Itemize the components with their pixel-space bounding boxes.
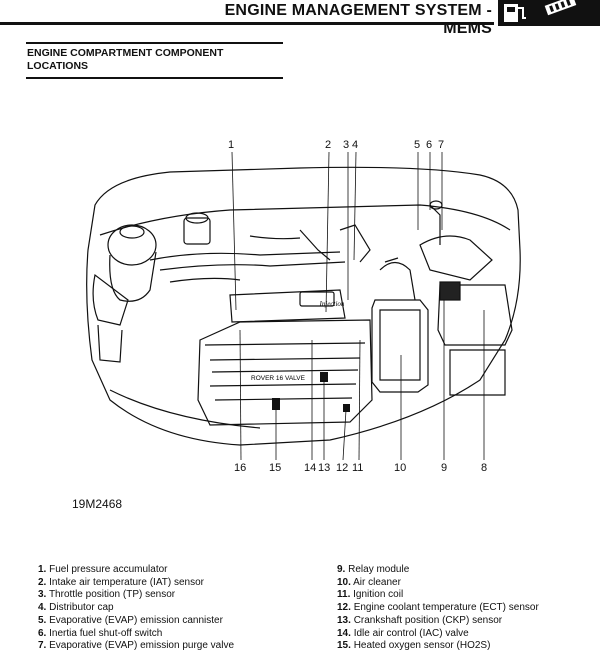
callout-11: 11 <box>352 462 364 474</box>
legend-text: Idle air control (IAC) valve <box>353 627 469 639</box>
legend-number: 4. <box>38 602 47 614</box>
legend-number: 13. <box>337 614 351 626</box>
section-rule-top <box>26 42 283 44</box>
callout-10: 10 <box>394 462 407 474</box>
legend-item: 1. Fuel pressure accumulator <box>38 564 234 577</box>
legend-number: 12. <box>337 602 351 614</box>
callout-1: 1 <box>228 139 235 151</box>
legend-number: 3. <box>38 589 47 601</box>
header-rule <box>0 22 494 25</box>
legend-item: 10. Air cleaner <box>337 577 539 590</box>
legend-number: 5. <box>38 614 47 626</box>
legend-number: 7. <box>38 640 47 652</box>
legend-text: Engine coolant temperature (ECT) sensor <box>353 602 539 614</box>
callout-13: 13 <box>318 462 331 474</box>
legend-item: 11. Ignition coil <box>337 589 539 602</box>
legend-item: 4. Distributor cap <box>38 602 234 615</box>
callout-4: 4 <box>352 139 359 151</box>
engine-fuel-icon <box>498 0 600 26</box>
legend-item: 5. Evaporative (EVAP) emission cannister <box>38 615 234 628</box>
legend-text: Fuel pressure accumulator <box>49 564 168 575</box>
legend-item: 13. Crankshaft position (CKP) sensor <box>337 615 539 628</box>
callout-16: 16 <box>234 462 247 474</box>
legend-text: Evaporative (EVAP) emission purge valve <box>49 640 235 652</box>
callout-12: 12 <box>336 462 349 474</box>
legend-text: Evaporative (EVAP) emission cannister <box>49 614 223 626</box>
legend-item: 15. Heated oxygen sensor (HO2S) <box>337 640 539 653</box>
legend-item: 12. Engine coolant temperature (ECT) sen… <box>337 602 539 615</box>
legend-number: 2. <box>38 576 47 588</box>
legend-item: 9. Relay module <box>337 564 539 577</box>
legend-text: Air cleaner <box>353 576 401 588</box>
legend-left: 1. Fuel pressure accumulator 2. Intake a… <box>38 564 234 653</box>
callout-15: 15 <box>269 462 282 474</box>
legend-text: Heated oxygen sensor (HO2S) <box>353 640 491 652</box>
callout-2: 2 <box>325 139 332 151</box>
callout-7: 7 <box>438 139 445 151</box>
legend-text: Distributor cap <box>49 602 114 614</box>
callout-8: 8 <box>481 462 488 474</box>
plenum-text: Injection <box>319 300 345 308</box>
legend-number: 11. <box>337 589 351 601</box>
section-title-line-2: LOCATIONS <box>27 60 89 72</box>
legend-text: Crankshaft position (CKP) sensor <box>353 614 503 626</box>
legend-number: 10. <box>337 576 351 588</box>
legend-text: Throttle position (TP) sensor <box>48 589 176 601</box>
section-title: ENGINE COMPARTMENT COMPONENT LOCATIONS <box>27 47 277 73</box>
legend-item: 14. Idle air control (IAC) valve <box>337 628 539 641</box>
figure-reference: 19M2468 <box>72 497 123 511</box>
legend-number: 15. <box>337 640 351 652</box>
legend-text: Ignition coil <box>353 589 404 601</box>
callout-5: 5 <box>414 139 421 151</box>
legend-item: 3. Throttle position (TP) sensor <box>38 589 234 602</box>
rocker-cover-text: ROVER 16 VALVE <box>251 375 306 382</box>
engine-compartment-illustration: Injection ROVER 16 VALVE <box>86 151 521 461</box>
legend-text: Relay module <box>348 564 410 575</box>
callout-6: 6 <box>426 139 433 151</box>
legend-item: 6. Inertia fuel shut-off switch <box>38 628 234 641</box>
legend-item: 2. Intake air temperature (IAT) sensor <box>38 577 234 590</box>
legend-number: 6. <box>38 627 47 639</box>
callout-3: 3 <box>343 139 350 151</box>
legend-text: Inertia fuel shut-off switch <box>49 627 163 639</box>
legend-item: 7. Evaporative (EVAP) emission purge val… <box>38 640 234 653</box>
callout-14: 14 <box>304 462 317 474</box>
legend-number: 9. <box>337 564 346 575</box>
callout-9: 9 <box>441 462 448 474</box>
legend-text: Intake air temperature (IAT) sensor <box>49 576 204 588</box>
legend-number: 14. <box>337 627 351 639</box>
legend-right: 9. Relay module 10. Air cleaner 11. Igni… <box>337 564 539 653</box>
legend-number: 1. <box>38 564 47 575</box>
section-rule-bottom <box>26 77 283 79</box>
section-title-line-1: ENGINE COMPARTMENT COMPONENT <box>27 47 224 59</box>
